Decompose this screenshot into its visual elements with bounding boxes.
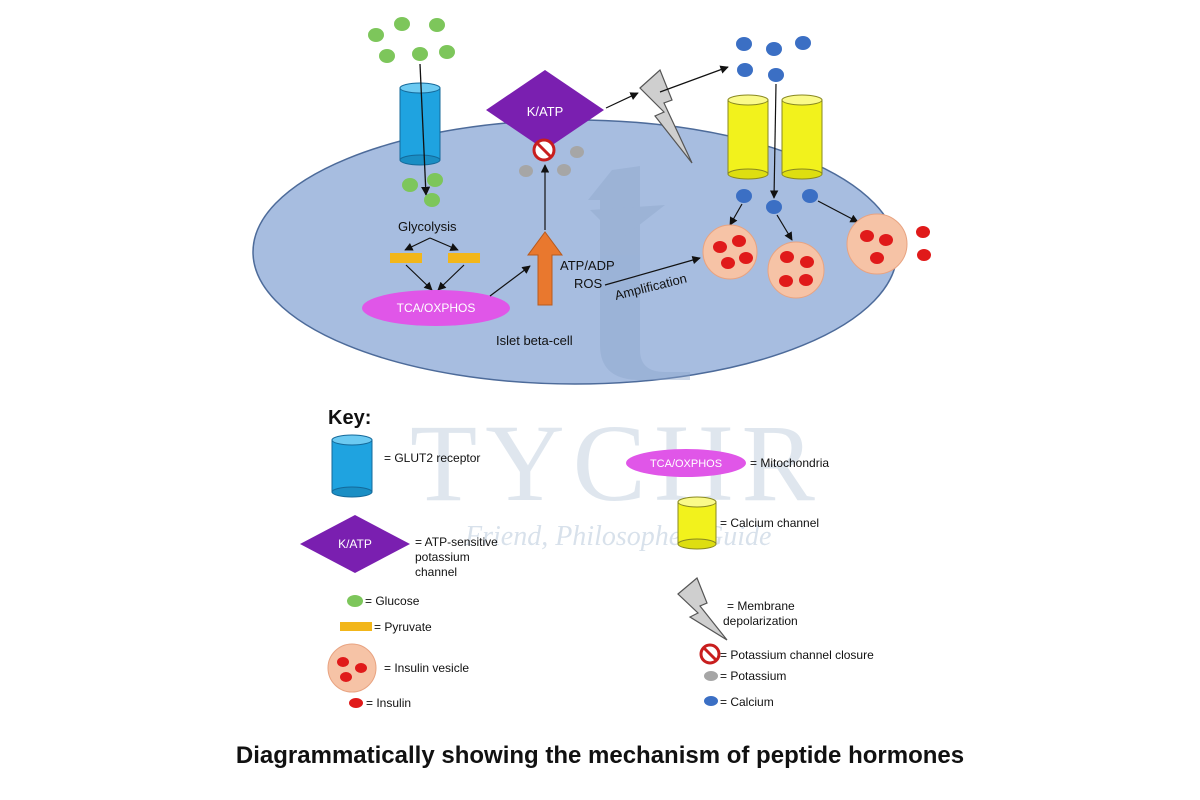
calcium-ion: [768, 68, 784, 82]
atp-adp-increase-arrow: [527, 231, 563, 306]
pyruvate-molecule: [390, 253, 422, 263]
key-pyruvate-label: = Pyruvate: [374, 620, 432, 634]
calcium-ion: [795, 36, 811, 50]
key-katp-label-1: = ATP-sensitive: [415, 535, 498, 549]
calcium-to-vesicle-arrow: [817, 200, 859, 223]
key-glucose-label: = Glucose: [365, 594, 420, 608]
key-tca-shape-label: TCA/OXPHOS: [650, 458, 722, 470]
watermark-tagline: Friend, Philosopher, Guide: [464, 521, 771, 552]
key-calcium-label: = Calcium: [720, 695, 774, 709]
calcium-channel: [781, 94, 823, 180]
key-potassium-label: = Potassium: [720, 669, 786, 683]
key-pyruvate-icon: [340, 622, 372, 631]
calcium-ion: [766, 42, 782, 56]
glycolysis-arrow-right: [429, 237, 459, 251]
calcium-to-vesicle-arrow: [776, 214, 793, 241]
calcium-ion: [802, 189, 818, 203]
key-calcium-channel-icon: [677, 496, 717, 550]
calcium-to-vesicle-arrow: [729, 203, 743, 226]
potassium-ion: [519, 165, 533, 177]
calcium-ion: [766, 200, 782, 214]
glucose-outside-group: [368, 17, 455, 63]
glycolysis-arrow-left: [404, 237, 431, 251]
calcium-channel: [727, 94, 769, 180]
glucose-molecule: [439, 45, 455, 59]
pyruvate-arrow-left: [405, 264, 433, 291]
atp-adp-label: ATP/ADP: [560, 258, 615, 273]
insulin-vesicle: [846, 213, 908, 275]
insulin-vesicle: [767, 241, 825, 299]
insulin-molecule: [916, 226, 930, 238]
key-insulin-label: = Insulin: [366, 696, 411, 710]
katp-channel: [486, 70, 604, 150]
key-insulin-icon: [349, 698, 363, 708]
tca-oxphos-label: TCA/OXPHOS: [397, 301, 476, 315]
glucose-molecule: [379, 49, 395, 63]
watermark-logo-icon: [588, 166, 690, 380]
watermark-brand: TYCHR: [410, 402, 823, 524]
insulin-molecule: [917, 249, 931, 261]
potassium-channel-closure-icon: [532, 138, 556, 162]
calcium-ion: [736, 37, 752, 51]
glucose-molecule: [429, 18, 445, 32]
calcium-influx-arrow: [769, 83, 779, 199]
key-calcium-channel-label: = Calcium channel: [720, 516, 819, 530]
glucose-molecule: [412, 47, 428, 61]
glucose-entry-arrow: [419, 63, 431, 196]
figure-caption: Diagrammatically showing the mechanism o…: [236, 742, 964, 769]
key-calcium-icon: [704, 696, 718, 706]
katp-label: K/ATP: [527, 104, 564, 119]
key-title: Key:: [328, 407, 371, 429]
key-katp-shape-label: K/ATP: [338, 537, 372, 551]
key-membrane-label-2: depolarization: [723, 614, 798, 628]
potassium-ion: [557, 164, 571, 176]
key-membrane-label-1: = Membrane: [727, 599, 795, 613]
key-insulin-vesicle-icon: [327, 643, 377, 693]
insulin-vesicle: [702, 224, 758, 280]
membrane-depolarization-icon: [639, 68, 693, 164]
depolarization-to-calcium-arrow: [659, 65, 729, 93]
key-katp-label-2: potassium: [415, 550, 470, 564]
key-potassium-icon: [704, 671, 718, 681]
ros-label: ROS: [574, 276, 603, 291]
key-katp-label-3: channel: [415, 565, 457, 579]
tca-oxphos-mitochondria: [362, 290, 510, 326]
pyruvate-arrow-right: [437, 264, 465, 291]
pyruvate-molecule: [448, 253, 480, 263]
glucose-molecule: [427, 173, 443, 187]
glucose-molecule: [368, 28, 384, 42]
key-channel-closure-icon: [699, 643, 721, 665]
key-glucose-icon: [347, 595, 363, 607]
calcium-ion: [737, 63, 753, 77]
key-depolarization-icon: [677, 577, 728, 641]
key-mitochondria-icon: [626, 449, 746, 477]
glucose-molecule: [394, 17, 410, 31]
key-glut2-label: = GLUT2 receptor: [384, 451, 480, 465]
glucose-molecule: [424, 193, 440, 207]
tca-to-atp-arrow: [489, 265, 531, 297]
key-glut2-icon: [331, 434, 373, 498]
glucose-molecule: [402, 178, 418, 192]
potassium-ion: [570, 146, 584, 158]
key-katp-icon: [300, 515, 410, 573]
glycolysis-label: Glycolysis: [398, 219, 457, 234]
islet-beta-cell-label: Islet beta-cell: [496, 333, 573, 348]
key-channel-closure-label: = Potassium channel closure: [720, 648, 874, 662]
glut2-receptor: [399, 82, 441, 166]
key-mitochondria-label: = Mitochondria: [750, 456, 829, 470]
katp-to-depolarization-arrow: [605, 92, 639, 109]
amplification-arrow: [604, 256, 701, 286]
key-insulin-vesicle-label: = Insulin vesicle: [384, 661, 469, 675]
calcium-ion: [736, 189, 752, 203]
